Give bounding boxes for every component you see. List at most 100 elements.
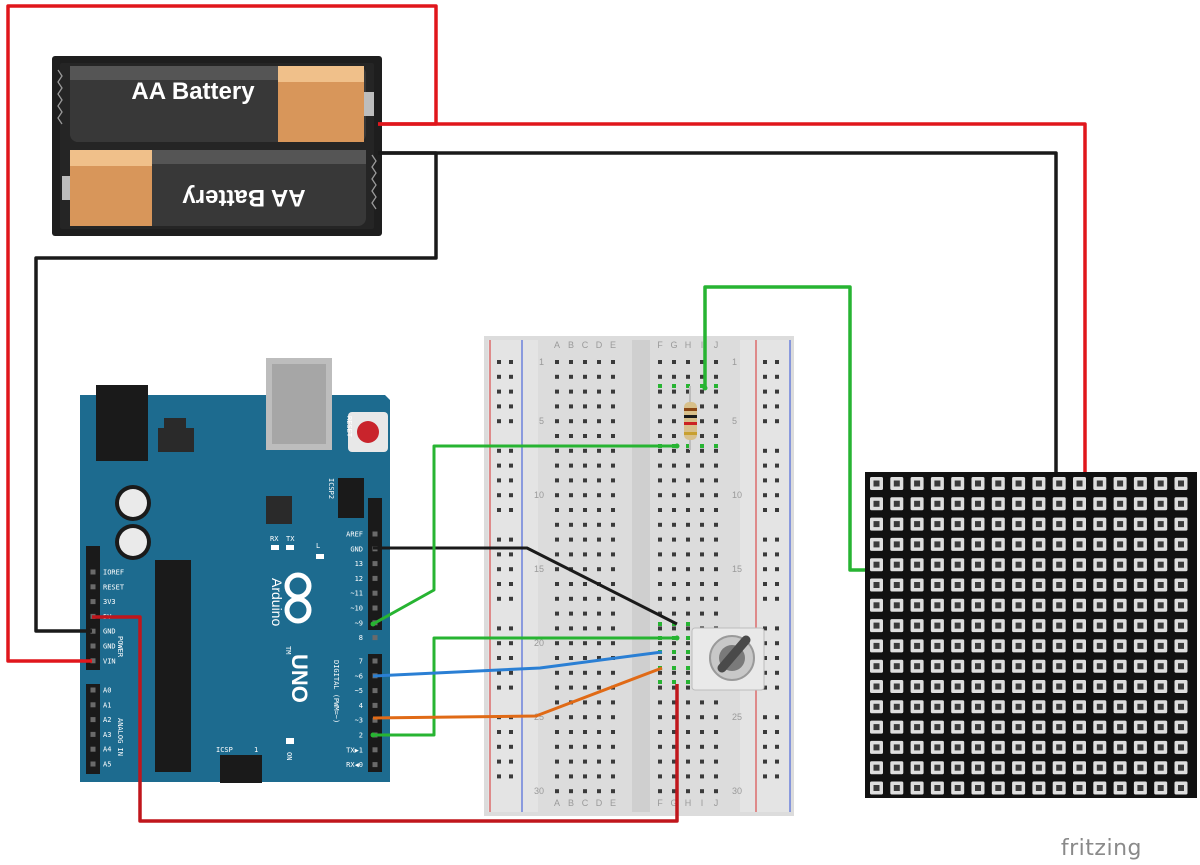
power-label: POWER — [116, 636, 124, 658]
arduino-logo — [284, 572, 312, 624]
pin-label: VIN — [103, 657, 116, 665]
pin-label: AREF — [346, 531, 363, 539]
breadboard-col-label: B — [568, 340, 574, 350]
arduino-model: UNO — [287, 654, 312, 703]
wire-green-pin2 — [373, 636, 677, 737]
pin-label: ~6 — [355, 672, 363, 680]
breadboard-row-label: 15 — [732, 564, 742, 574]
pin-label: 2 — [359, 732, 363, 740]
wire-ends — [370, 385, 708, 738]
arduino-brand: Arduino — [269, 578, 285, 626]
pin-label: RX◀0 — [346, 761, 363, 769]
pin-label: A0 — [103, 687, 111, 695]
breadboard-row-label: 25 — [732, 712, 742, 722]
pin-label: GND — [103, 643, 116, 651]
on-label: ON — [285, 752, 293, 760]
reset-label: RESET — [345, 416, 353, 438]
icsp2-label: ICSP2 — [327, 478, 335, 499]
pin-label: A1 — [103, 701, 111, 709]
pin-label: 13 — [355, 560, 363, 568]
breadboard-col-label: B — [568, 798, 574, 808]
breadboard-labels: AABBCCDDEEFFGGHHIIJJ15101520253015101520… — [534, 340, 742, 808]
analog-label: ANALOG IN — [116, 718, 124, 756]
breadboard-col-label: E — [610, 798, 616, 808]
pin-label: TX▶1 — [346, 746, 363, 754]
pin-label: A3 — [103, 731, 111, 739]
pin-label: RESET — [103, 583, 125, 591]
pin-label: ~3 — [355, 717, 363, 725]
wire-green-pin9 — [372, 444, 677, 626]
breadboard-row-label: 1 — [732, 357, 737, 367]
breadboard-row-label: 20 — [534, 638, 544, 648]
potentiometer — [691, 627, 765, 691]
breadboard-row-label: 30 — [534, 786, 544, 796]
breadboard-col-label: J — [714, 340, 719, 350]
pin-label: A5 — [103, 761, 111, 769]
rx-label: RX — [270, 535, 279, 543]
pin-label: 7 — [359, 658, 363, 666]
breadboard-col-label: I — [701, 340, 704, 350]
battery-holder: AA Battery AA Battery — [52, 56, 382, 236]
pin-label: ~5 — [355, 687, 363, 695]
breadboard-row-label: 10 — [534, 490, 544, 500]
breadboard-col-label: C — [582, 340, 589, 350]
breadboard-col-label: I — [701, 798, 704, 808]
breadboard-row-label: 30 — [732, 786, 742, 796]
battery-top: AA Battery — [70, 66, 374, 142]
l-label: L — [316, 542, 320, 550]
pin-label: 8 — [359, 634, 363, 642]
pin-label: 3V3 — [103, 598, 116, 606]
resistor — [684, 386, 697, 450]
battery-top-label: AA Battery — [131, 78, 255, 105]
pin-label: GND — [350, 545, 363, 553]
breadboard: AABBCCDDEEFFGGHHIIJJ15101520253015101520… — [484, 336, 794, 816]
pin-label: 4 — [359, 702, 363, 710]
breadboard-col-label: H — [685, 340, 692, 350]
digital-label: DIGITAL (PWM=~) — [332, 660, 340, 723]
breadboard-row-label: 5 — [539, 416, 544, 426]
breadboard-col-label: J — [714, 798, 719, 808]
breadboard-col-label: D — [596, 340, 603, 350]
pin-label: ~11 — [350, 590, 363, 598]
pin-label: GND — [103, 628, 116, 636]
battery-bottom-label: AA Battery — [182, 184, 306, 211]
wires — [6, 4, 1087, 823]
tx-label: TX — [286, 535, 295, 543]
pin-label: ~9 — [355, 619, 363, 627]
arduino-tm: TM — [284, 646, 292, 654]
breadboard-col-label: A — [554, 798, 560, 808]
pin-label: IOREF — [103, 569, 124, 577]
pin-label: A4 — [103, 746, 111, 754]
wire-green-resistor — [703, 285, 865, 572]
breadboard-row-label: 25 — [534, 712, 544, 722]
breadboard-row-label: 1 — [539, 357, 544, 367]
breadboard-col-label: E — [610, 340, 616, 350]
breadboard-col-label: A — [554, 340, 560, 350]
icsp-pin1-label: 1 — [254, 746, 258, 754]
breadboard-col-label: H — [685, 798, 692, 808]
pin-label: A2 — [103, 716, 111, 724]
breadboard-row-label: 15 — [534, 564, 544, 574]
breadboard-col-label: D — [596, 798, 603, 808]
battery-bottom: AA Battery — [62, 150, 366, 226]
breadboard-col-label: F — [657, 340, 663, 350]
wire-blue-pin6 — [372, 650, 663, 678]
led-matrix — [865, 472, 1197, 798]
breadboard-row-label: 5 — [732, 416, 737, 426]
wire-orange-pin3 — [372, 666, 663, 720]
fritzing-watermark: fritzing — [1060, 836, 1142, 861]
breadboard-col-label: G — [670, 798, 677, 808]
icsp-label: ICSP — [216, 746, 233, 754]
arduino-uno: RESET ICSP2 ICSP 1 TX RX L ON Ardu — [80, 358, 390, 783]
pin-label: ~10 — [350, 605, 363, 613]
breadboard-col-label: F — [657, 798, 663, 808]
wire-black-pot — [373, 546, 678, 626]
wire-red-matrix — [378, 122, 1087, 472]
wire-black-matrix — [378, 151, 1058, 472]
breadboard-col-label: C — [582, 798, 589, 808]
breadboard-row-label: 10 — [732, 490, 742, 500]
wire-red-5v — [92, 615, 679, 823]
led-grid — [870, 477, 1188, 795]
